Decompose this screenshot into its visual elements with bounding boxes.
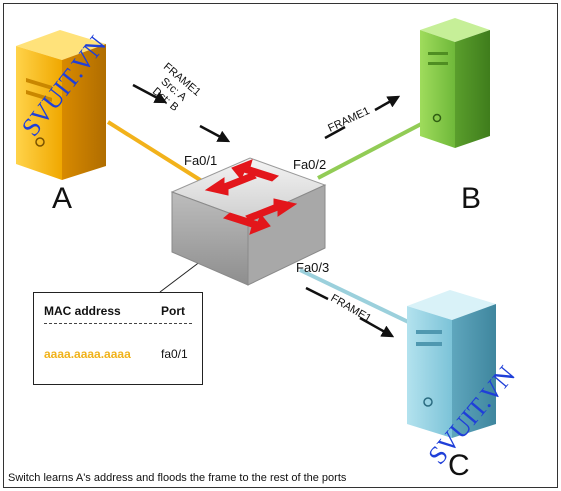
incoming-arrow-1 bbox=[132, 83, 168, 104]
mac-table-divider bbox=[44, 323, 192, 324]
mac-table-header-port: Port bbox=[161, 304, 185, 318]
mac-address-table: MAC address Port aaaa.aaaa.aaaa fa0/1 bbox=[33, 292, 203, 385]
frame-out-c-label: FRAME1 bbox=[329, 292, 374, 325]
diagram-caption: Switch learns A's address and floods the… bbox=[8, 472, 347, 484]
out-b-arrow-tail bbox=[324, 125, 346, 140]
host-b-label: B bbox=[461, 182, 481, 215]
switch-icon bbox=[170, 157, 327, 286]
mac-table-entry-port: fa0/1 bbox=[161, 347, 188, 361]
frame-out-b-label: FRAME1 bbox=[326, 105, 372, 135]
host-a-label: A bbox=[52, 182, 72, 215]
mac-table-connector bbox=[159, 257, 206, 293]
out-c-arrow-head bbox=[359, 316, 395, 338]
out-c-arrow-tail bbox=[305, 286, 329, 301]
port-label-fa02: Fa0/2 bbox=[293, 157, 326, 172]
host-c-label: C bbox=[448, 449, 470, 482]
link-b bbox=[317, 120, 426, 180]
incoming-arrow-2 bbox=[199, 124, 231, 143]
mac-table-header-mac: MAC address bbox=[44, 304, 121, 318]
link-c bbox=[299, 268, 426, 332]
host-b-computer-icon bbox=[420, 18, 490, 148]
mac-table-entry-mac: aaaa.aaaa.aaaa bbox=[44, 347, 131, 361]
host-c-computer-icon bbox=[407, 290, 496, 438]
switching-arrows-icon bbox=[204, 159, 298, 235]
host-a-computer-icon bbox=[16, 30, 106, 180]
port-label-fa01: Fa0/1 bbox=[184, 153, 217, 168]
port-label-fa03: Fa0/3 bbox=[296, 260, 329, 275]
link-a bbox=[106, 120, 207, 185]
out-b-arrow-head bbox=[374, 95, 401, 112]
image-border bbox=[3, 3, 558, 488]
